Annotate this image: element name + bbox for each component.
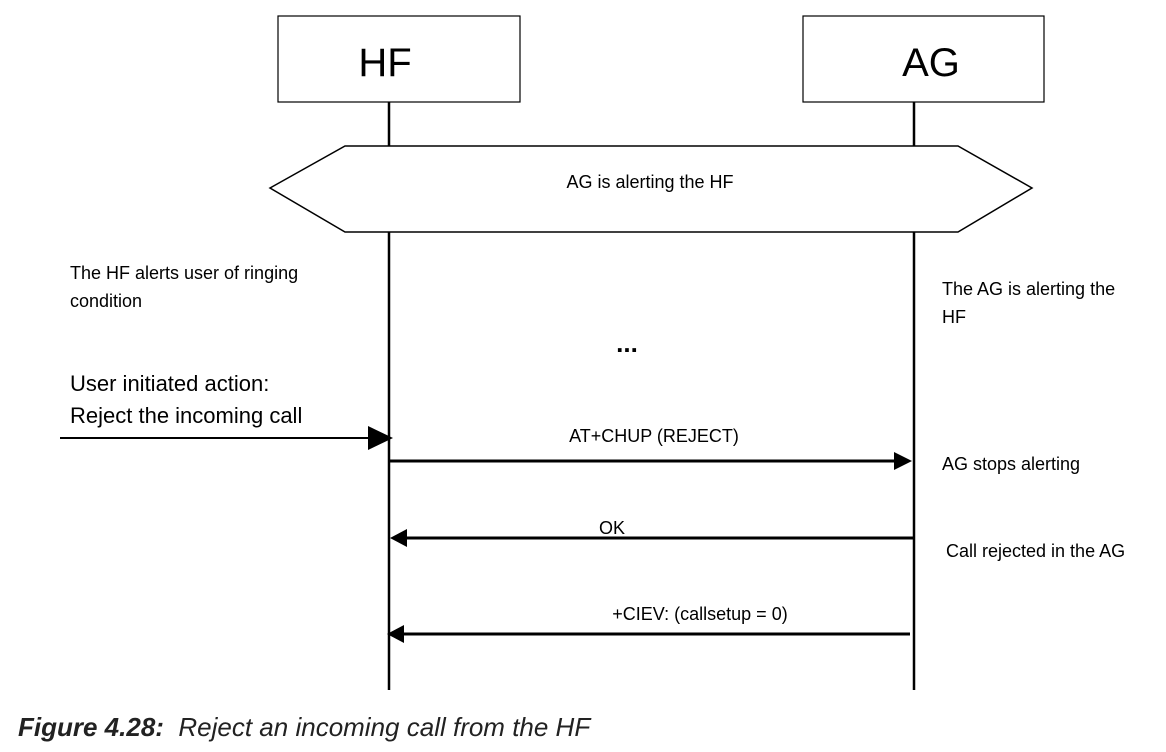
phase-banner (268, 145, 1034, 233)
message-arrowhead-ciev (387, 625, 404, 643)
message-arrowhead-chup (894, 452, 912, 470)
hf-entity-box (277, 15, 521, 103)
figure-caption: Figure 4.28: Reject an incoming call fro… (18, 712, 590, 743)
note-call-rejected: Call rejected in the AG (946, 541, 1126, 561)
message-label-ciev: +CIEV: (callsetup = 0) (612, 604, 787, 624)
ag-entity-label: AG (902, 41, 960, 85)
figure-title: Reject an incoming call from the HF (178, 712, 591, 742)
note-hf-alerts: The HF alerts user of ringing condition (70, 263, 299, 311)
user-action-arrowhead (368, 426, 393, 450)
ellipsis: ... (616, 328, 638, 358)
note-ag-alerting: The AG is alerting the HF (942, 279, 1116, 327)
message-label-chup: AT+CHUP (REJECT) (569, 426, 739, 446)
hf-entity-label: HF (358, 41, 411, 85)
note-ag-stops: AG stops alerting (942, 454, 1081, 474)
ag-entity-box (802, 15, 1045, 103)
phase-banner-label: AG is alerting the HF (566, 172, 733, 192)
message-arrowhead-ok (390, 529, 407, 547)
note-user-action: User initiated action: Reject the incomi… (70, 371, 303, 428)
figure-number: Figure 4.28: (18, 712, 164, 742)
message-label-ok: OK (599, 518, 625, 538)
